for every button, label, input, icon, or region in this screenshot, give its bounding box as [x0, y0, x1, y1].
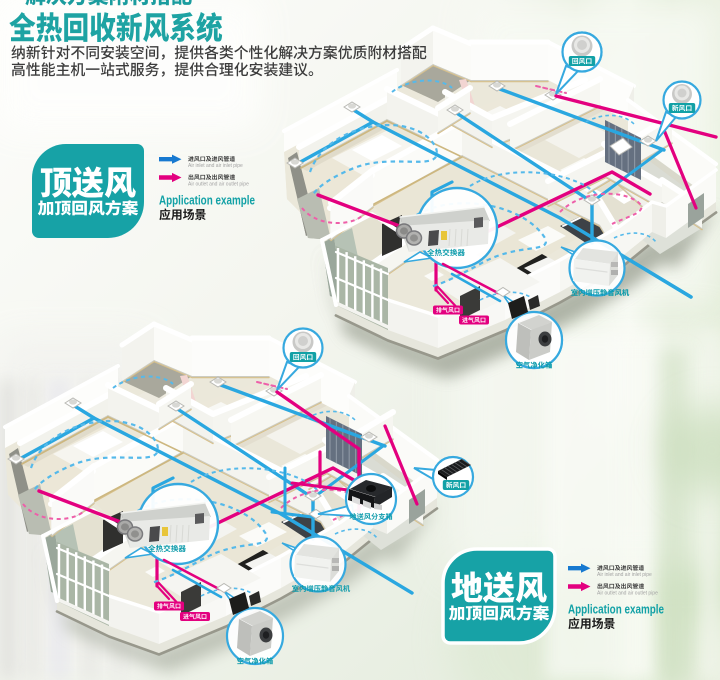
svg-text:Application example: Application example: [159, 194, 255, 208]
svg-text:Air outlet and air outlet pipe: Air outlet and air outlet pipe: [597, 590, 658, 596]
svg-text:Air outlet and air outlet pipe: Air outlet and air outlet pipe: [188, 181, 249, 187]
svg-text:Application example: Application example: [568, 603, 664, 617]
svg-text:Air inlet and air inlet pipe: Air inlet and air inlet pipe: [188, 163, 243, 169]
svg-text:Air inlet and air inlet pipe: Air inlet and air inlet pipe: [597, 572, 652, 578]
